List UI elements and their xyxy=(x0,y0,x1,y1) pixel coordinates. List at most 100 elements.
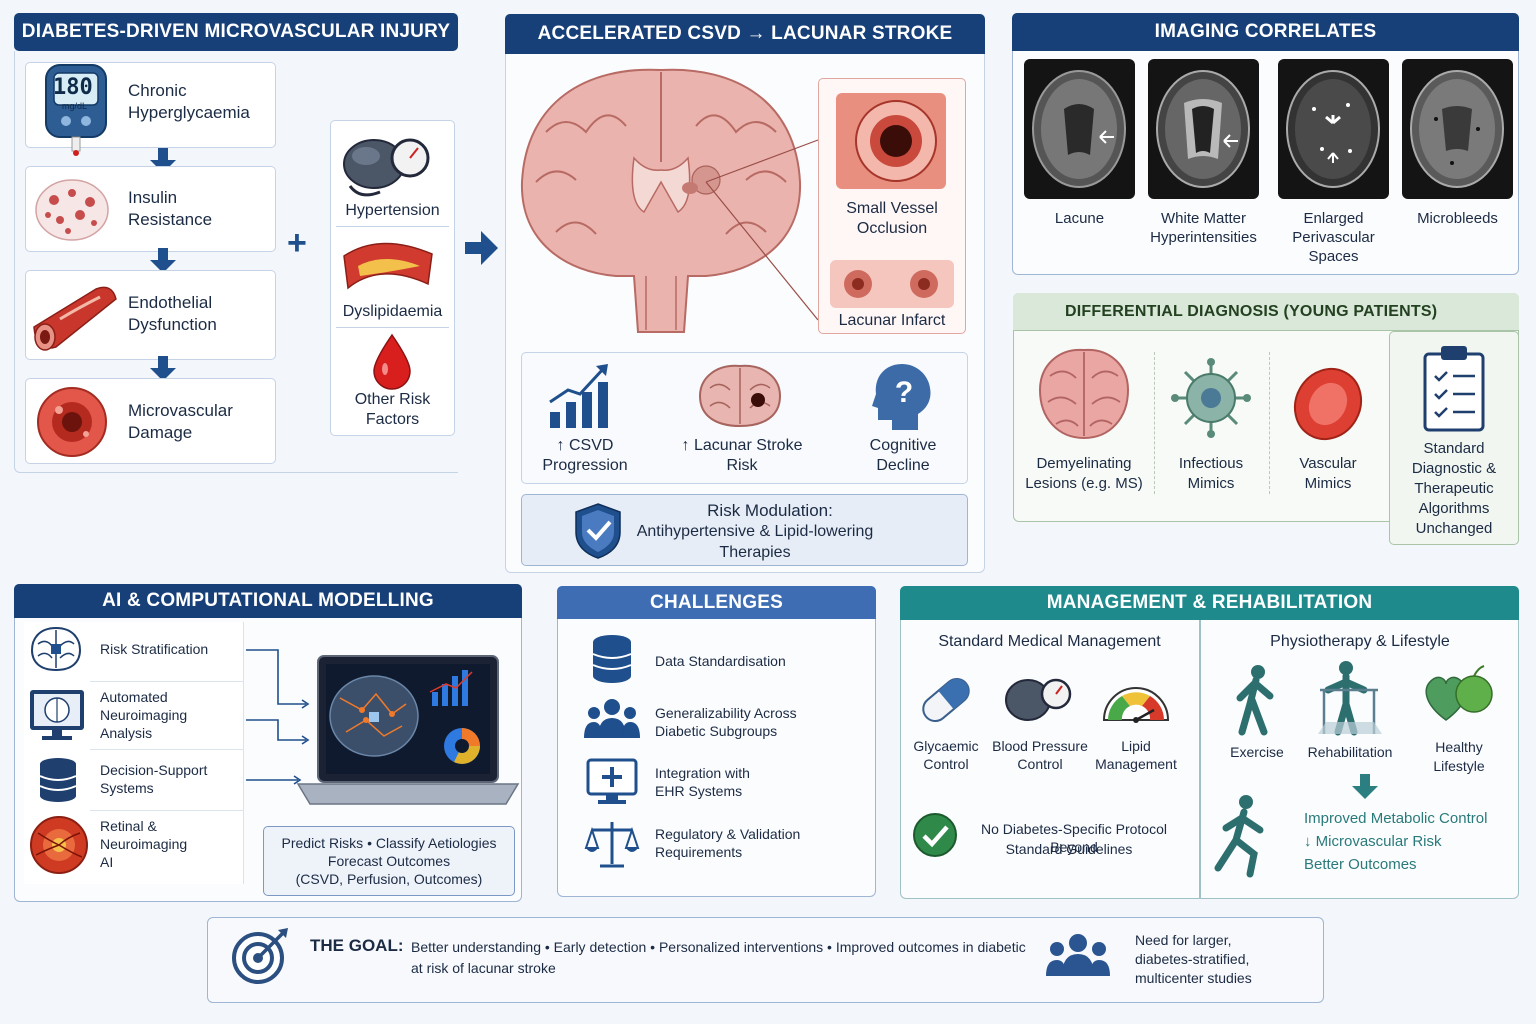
divider xyxy=(90,749,244,750)
arrow-down-icon xyxy=(150,248,176,273)
outcome-stroke-line1: ↑ Lacunar Stroke xyxy=(681,437,803,454)
challenge-generalizability-line1: Generalizability Across xyxy=(655,705,797,721)
virus-icon xyxy=(1171,358,1251,438)
risk-other-line1: Other Risk xyxy=(354,391,431,408)
challenges-header: CHALLENGES xyxy=(557,586,876,619)
step-microvascular: Microvascular Damage xyxy=(25,378,276,464)
people-group-icon xyxy=(1046,934,1110,976)
physio-exercise: Exercise xyxy=(1230,744,1284,760)
ai-automated-line2: Neuroimaging xyxy=(100,707,188,723)
ai-summary-line3: (CSVD, Perfusion, Outcomes) xyxy=(295,871,483,887)
risk-other-line2: Factors xyxy=(365,411,420,428)
management-panel xyxy=(900,586,1519,899)
csvd-header: ACCELERATED CSVD → LACUNAR STROKE xyxy=(505,14,985,54)
database-icon xyxy=(39,758,77,802)
physio-rehabilitation: Rehabilitation xyxy=(1307,744,1393,760)
divider xyxy=(1269,352,1270,494)
risk-hypertension: Hypertension xyxy=(345,202,440,219)
differential-title: DIFFERENTIAL DIAGNOSIS (YOUNG PATIENTS) xyxy=(1065,302,1438,320)
brain-icon xyxy=(698,364,782,428)
challenge-generalizability-line2: Diabetic Subgroups xyxy=(655,723,778,739)
blood-vessel-icon xyxy=(33,286,117,351)
inset-occlusion-line1: Small Vessel xyxy=(846,200,938,217)
svg-text:?: ? xyxy=(895,376,913,409)
mri-perivascular xyxy=(1278,59,1389,199)
connector-arrows xyxy=(246,649,310,785)
need-line2: diabetes-stratified, xyxy=(1135,951,1250,967)
physio-healthy-line2: Lifestyle xyxy=(1433,758,1485,774)
retina-eye-icon xyxy=(30,816,88,874)
medical-management-title: Standard Medical Management xyxy=(938,633,1161,650)
step-microvascular-line1: Microvascular xyxy=(128,401,233,420)
imaging-lacune: Lacune xyxy=(1054,210,1105,227)
artery-plaque-icon xyxy=(343,242,433,290)
step-endothelial-line2: Dysfunction xyxy=(128,315,217,334)
divider xyxy=(90,681,244,682)
check-circle-icon xyxy=(913,813,957,857)
differential-header: DIFFERENTIAL DIAGNOSIS (YOUNG PATIENTS) xyxy=(1013,293,1519,331)
diff-demyelinating-line2: Lesions (e.g. MS) xyxy=(1025,475,1143,492)
cognitive-head-icon: ? xyxy=(872,364,931,430)
blood-drop-icon xyxy=(373,333,411,390)
arrow-down-icon xyxy=(1352,774,1378,799)
diff-vascular-line2: Mimics xyxy=(1304,475,1352,492)
step-endothelial-line1: Endothelial xyxy=(128,293,213,312)
management-header: MANAGEMENT & REHABILITATION xyxy=(900,586,1519,620)
imaging-epvs-line1: Enlarged xyxy=(1303,210,1364,227)
glucose-meter-icon xyxy=(45,64,107,156)
blood-pressure-cuff-icon xyxy=(343,138,430,197)
ai-summary-line1: Predict Risks • Classify Aetiologies xyxy=(281,835,497,851)
connector-lines xyxy=(705,139,819,321)
physio-healthy-line1: Healthy xyxy=(1435,739,1483,755)
ai-retinal-line1: Retinal & xyxy=(100,818,157,834)
csvd-title: ACCELERATED CSVD → LACUNAR STROKE xyxy=(537,23,953,44)
divider xyxy=(336,226,449,227)
mri-white-matter xyxy=(1148,59,1259,199)
mri-lacune xyxy=(1024,59,1135,199)
goal-text-line1: Better understanding • Early detection •… xyxy=(411,939,1026,955)
outcome-cognitive-line2: Decline xyxy=(876,457,930,474)
injury-title: DIABETES-DRIVEN MICROVASCULAR INJURY xyxy=(21,21,451,42)
ai-retinal-line2: Neuroimaging xyxy=(100,836,188,852)
challenge-regulatory-line2: Requirements xyxy=(655,844,743,860)
diff-vascular-line1: Vascular xyxy=(1299,455,1357,472)
glucose-reading: 180 xyxy=(53,75,93,100)
walking-person-icon xyxy=(1236,665,1274,736)
insulin-cells-icon xyxy=(35,179,109,241)
need-line1: Need for larger, xyxy=(1135,932,1232,948)
imaging-epvs-line2: Perivascular xyxy=(1292,229,1375,246)
rehab-parallel-bars-icon xyxy=(1318,661,1382,736)
shield-check-icon xyxy=(575,503,621,559)
step-insulin-line2: Resistance xyxy=(128,210,213,229)
imaging-microbleeds: Microbleeds xyxy=(1417,210,1498,227)
standard-line3: Therapeutic xyxy=(1414,480,1494,497)
med-bp-line1: Blood Pressure xyxy=(992,738,1088,754)
arrow-down-icon xyxy=(150,356,176,381)
physio-title: Physiotherapy & Lifestyle xyxy=(1270,633,1450,650)
outcome-metabolic: Improved Metabolic Control xyxy=(1304,810,1488,827)
gauge-meter-icon xyxy=(1102,687,1170,723)
med-bp-line2: Control xyxy=(1017,756,1063,772)
divider xyxy=(1199,620,1201,899)
vessel-occlusion-icon xyxy=(836,93,946,189)
outcome-csvd-line1: ↑ CSVD xyxy=(556,437,614,454)
step-hyperglycaemia: 180 mg/dL Chronic Hyperglycaemia xyxy=(25,62,276,156)
trend-chart-icon xyxy=(549,364,608,428)
ai-title: AI & COMPUTATIONAL MODELLING xyxy=(102,590,434,611)
risk-mod-title: Risk Modulation: xyxy=(707,501,833,520)
inset-infarct: Lacunar Infarct xyxy=(838,312,946,329)
ai-decision-line1: Decision-Support xyxy=(100,762,208,778)
ai-risk-stratification: Risk Stratification xyxy=(100,641,209,657)
outcome-stroke-line2: Risk xyxy=(726,457,758,474)
database-icon xyxy=(592,635,632,683)
standard-line5: Unchanged xyxy=(1415,520,1493,537)
need-line3: multicenter studies xyxy=(1135,970,1252,986)
ai-summary-box xyxy=(263,826,515,896)
injury-panel-border xyxy=(14,51,458,473)
challenge-ehr-line1: Integration with xyxy=(655,765,750,781)
goal-text-line2: at risk of lacunar stroke xyxy=(411,960,556,976)
outcome-csvd-line2: Progression xyxy=(542,457,628,474)
ai-retinal-line3: AI xyxy=(100,854,114,870)
standard-line2: Diagnostic & xyxy=(1411,460,1497,477)
running-person-icon xyxy=(1214,795,1264,878)
